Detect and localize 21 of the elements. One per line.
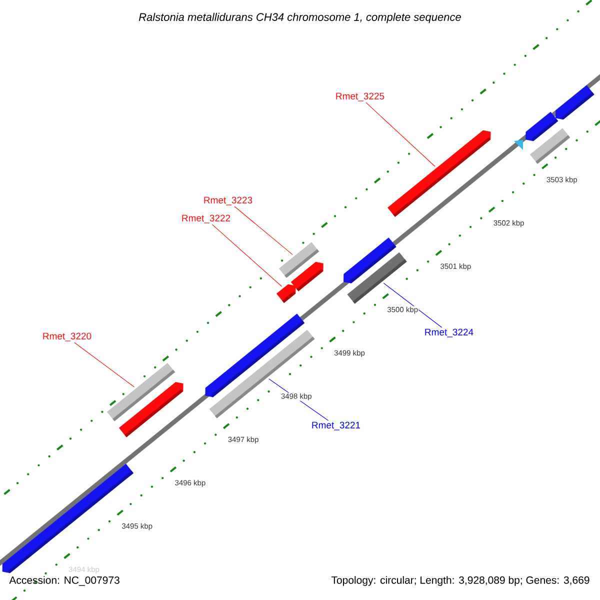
leader-line: [212, 224, 282, 287]
gene-block: [347, 252, 407, 304]
gene-label: Rmet_3222: [182, 214, 230, 224]
gene-block: [276, 284, 296, 303]
footer-text: Topology: circular; Length: 3,928,089 bp; Genes: 3,669: [331, 576, 590, 586]
gene-triangle: [514, 140, 523, 150]
gene-label: Rmet_3221: [312, 422, 360, 430]
gene-block: [556, 85, 594, 120]
leader-line: [383, 282, 442, 328]
title: Ralstonia metallidurans CH34 chromosome 1, complete sequence: [138, 12, 461, 24]
gene-label: Rmet_3224: [425, 328, 474, 338]
gene-block: [530, 128, 570, 164]
leader-line: [74, 342, 135, 388]
gene-block: [118, 382, 184, 438]
gene-label: Rmet_3225: [336, 92, 384, 102]
gene-block: [290, 262, 324, 292]
gene-label: Rmet_3220: [43, 332, 92, 342]
gene-block: [388, 130, 491, 217]
gene-label: Rmet_3223: [204, 196, 252, 206]
leader-line: [366, 102, 436, 167]
leader-line: [234, 206, 293, 255]
